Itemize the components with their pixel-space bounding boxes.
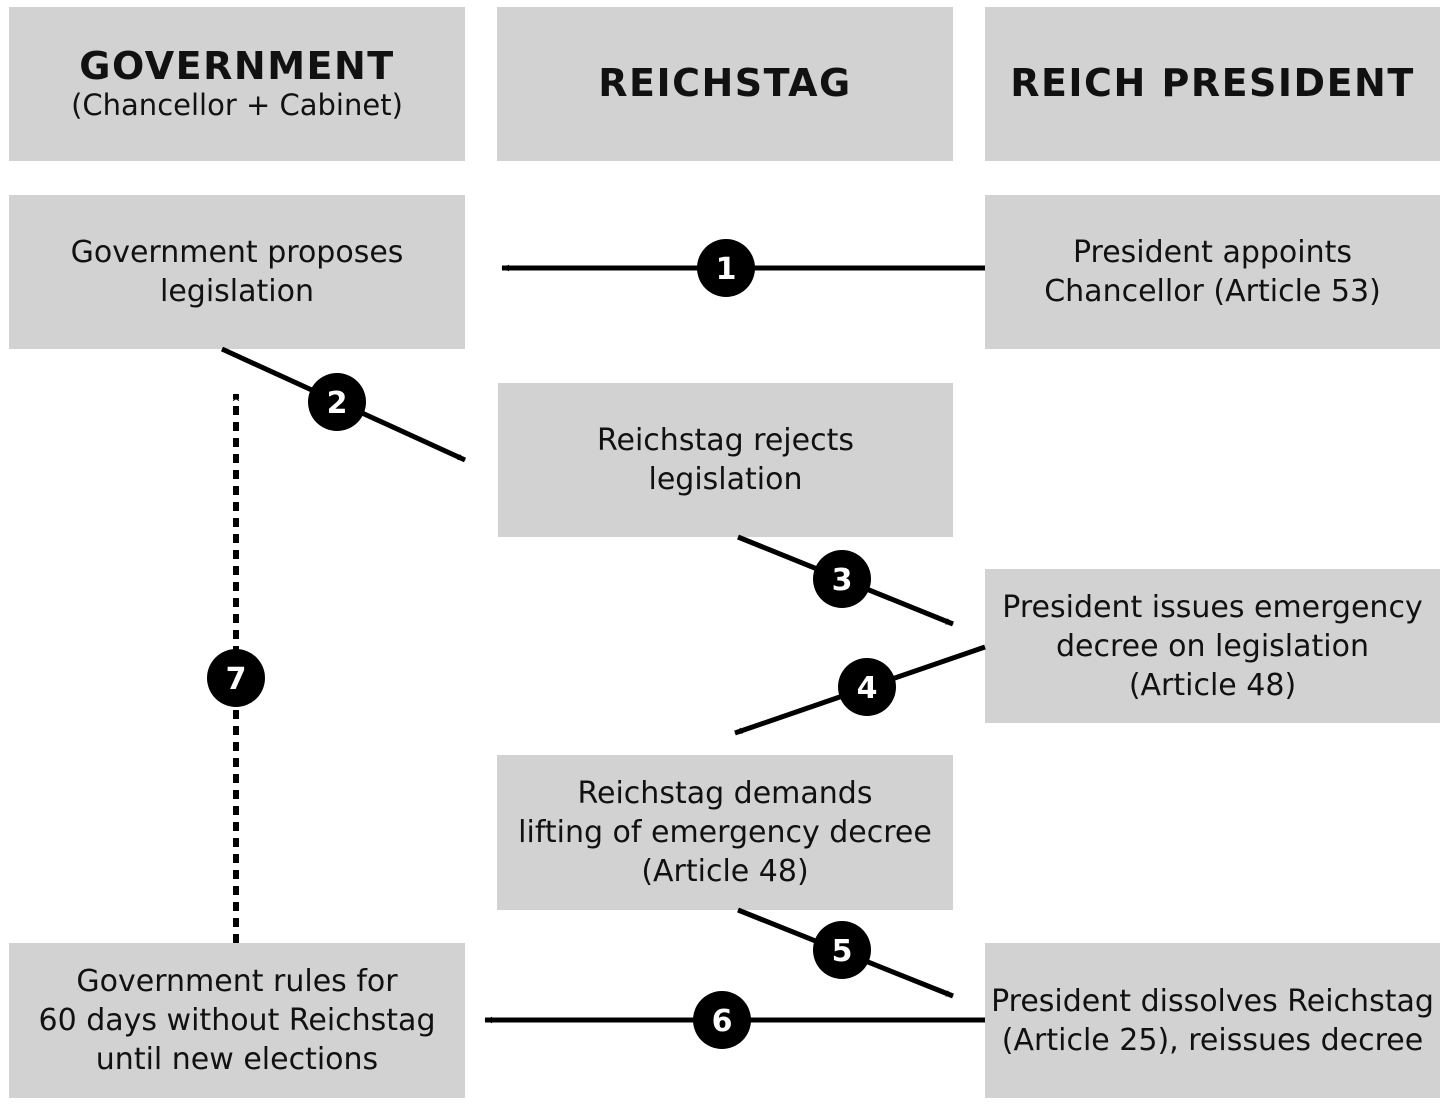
- box-reichstag-rejects: Reichstag rejects legislation: [498, 383, 953, 537]
- step-badge-3: 3: [813, 550, 871, 608]
- step-badge-1: 1: [697, 239, 755, 297]
- step-badge-2-number: 2: [327, 386, 348, 421]
- line: decree on legislation: [1055, 628, 1369, 664]
- line: Government rules for: [76, 964, 398, 999]
- header-government-title: GOVERNMENT: [79, 43, 395, 88]
- line: Reichstag rejects: [597, 423, 854, 458]
- line: legislation: [648, 462, 803, 497]
- step-badge-5-number: 5: [832, 934, 853, 969]
- line: (Article 48): [641, 854, 809, 889]
- step-badge-3-number: 3: [832, 563, 853, 598]
- step-badge-6: 6: [693, 991, 751, 1049]
- header-reichstag-title: REICHSTAG: [598, 61, 852, 106]
- step-badge-5: 5: [813, 921, 871, 979]
- box-president-dissolves: President dissolves Reichstag (Article 2…: [985, 943, 1440, 1098]
- header-president-title: REICH PRESIDENT: [1010, 61, 1415, 106]
- line: until new elections: [95, 1042, 379, 1077]
- line: lifting of emergency decree: [518, 815, 932, 850]
- step-badge-7-number: 7: [226, 662, 247, 697]
- line: (Article 48): [1128, 667, 1297, 703]
- step-badge-4: 4: [838, 658, 896, 716]
- box-government-proposes: Government proposes legislation: [9, 195, 465, 349]
- box-government-rules: Government rules for 60 days without Rei…: [9, 943, 465, 1098]
- line: President dissolves Reichstag: [991, 983, 1434, 1019]
- box-president-emergency-decree: President issues emergency decree on leg…: [985, 569, 1440, 723]
- step-badge-4-number: 4: [857, 671, 878, 706]
- line: Government proposes: [70, 235, 404, 270]
- step-badge-6-number: 6: [712, 1004, 733, 1039]
- box-reichstag-demands: Reichstag demands lifting of emergency d…: [497, 755, 953, 910]
- line: President issues emergency: [1002, 589, 1423, 625]
- box-president-appoints: President appoints Chancellor (Article 5…: [985, 195, 1440, 349]
- step-badge-2: 2: [308, 373, 366, 431]
- line: Reichstag demands: [577, 776, 873, 811]
- header-reichstag: REICHSTAG: [497, 7, 953, 161]
- step-badge-7: 7: [207, 649, 265, 707]
- header-government: GOVERNMENT (Chancellor + Cabinet): [9, 7, 465, 161]
- header-government-subtitle: (Chancellor + Cabinet): [71, 87, 403, 122]
- header-president: REICH PRESIDENT: [985, 7, 1440, 161]
- step-badge-1-number: 1: [716, 252, 737, 287]
- line: (Article 25), reissues decree: [1001, 1022, 1424, 1058]
- line: President appoints: [1072, 235, 1353, 270]
- line: legislation: [160, 274, 314, 309]
- line: 60 days without Reichstag: [38, 1003, 436, 1038]
- line: Chancellor (Article 53): [1044, 274, 1381, 309]
